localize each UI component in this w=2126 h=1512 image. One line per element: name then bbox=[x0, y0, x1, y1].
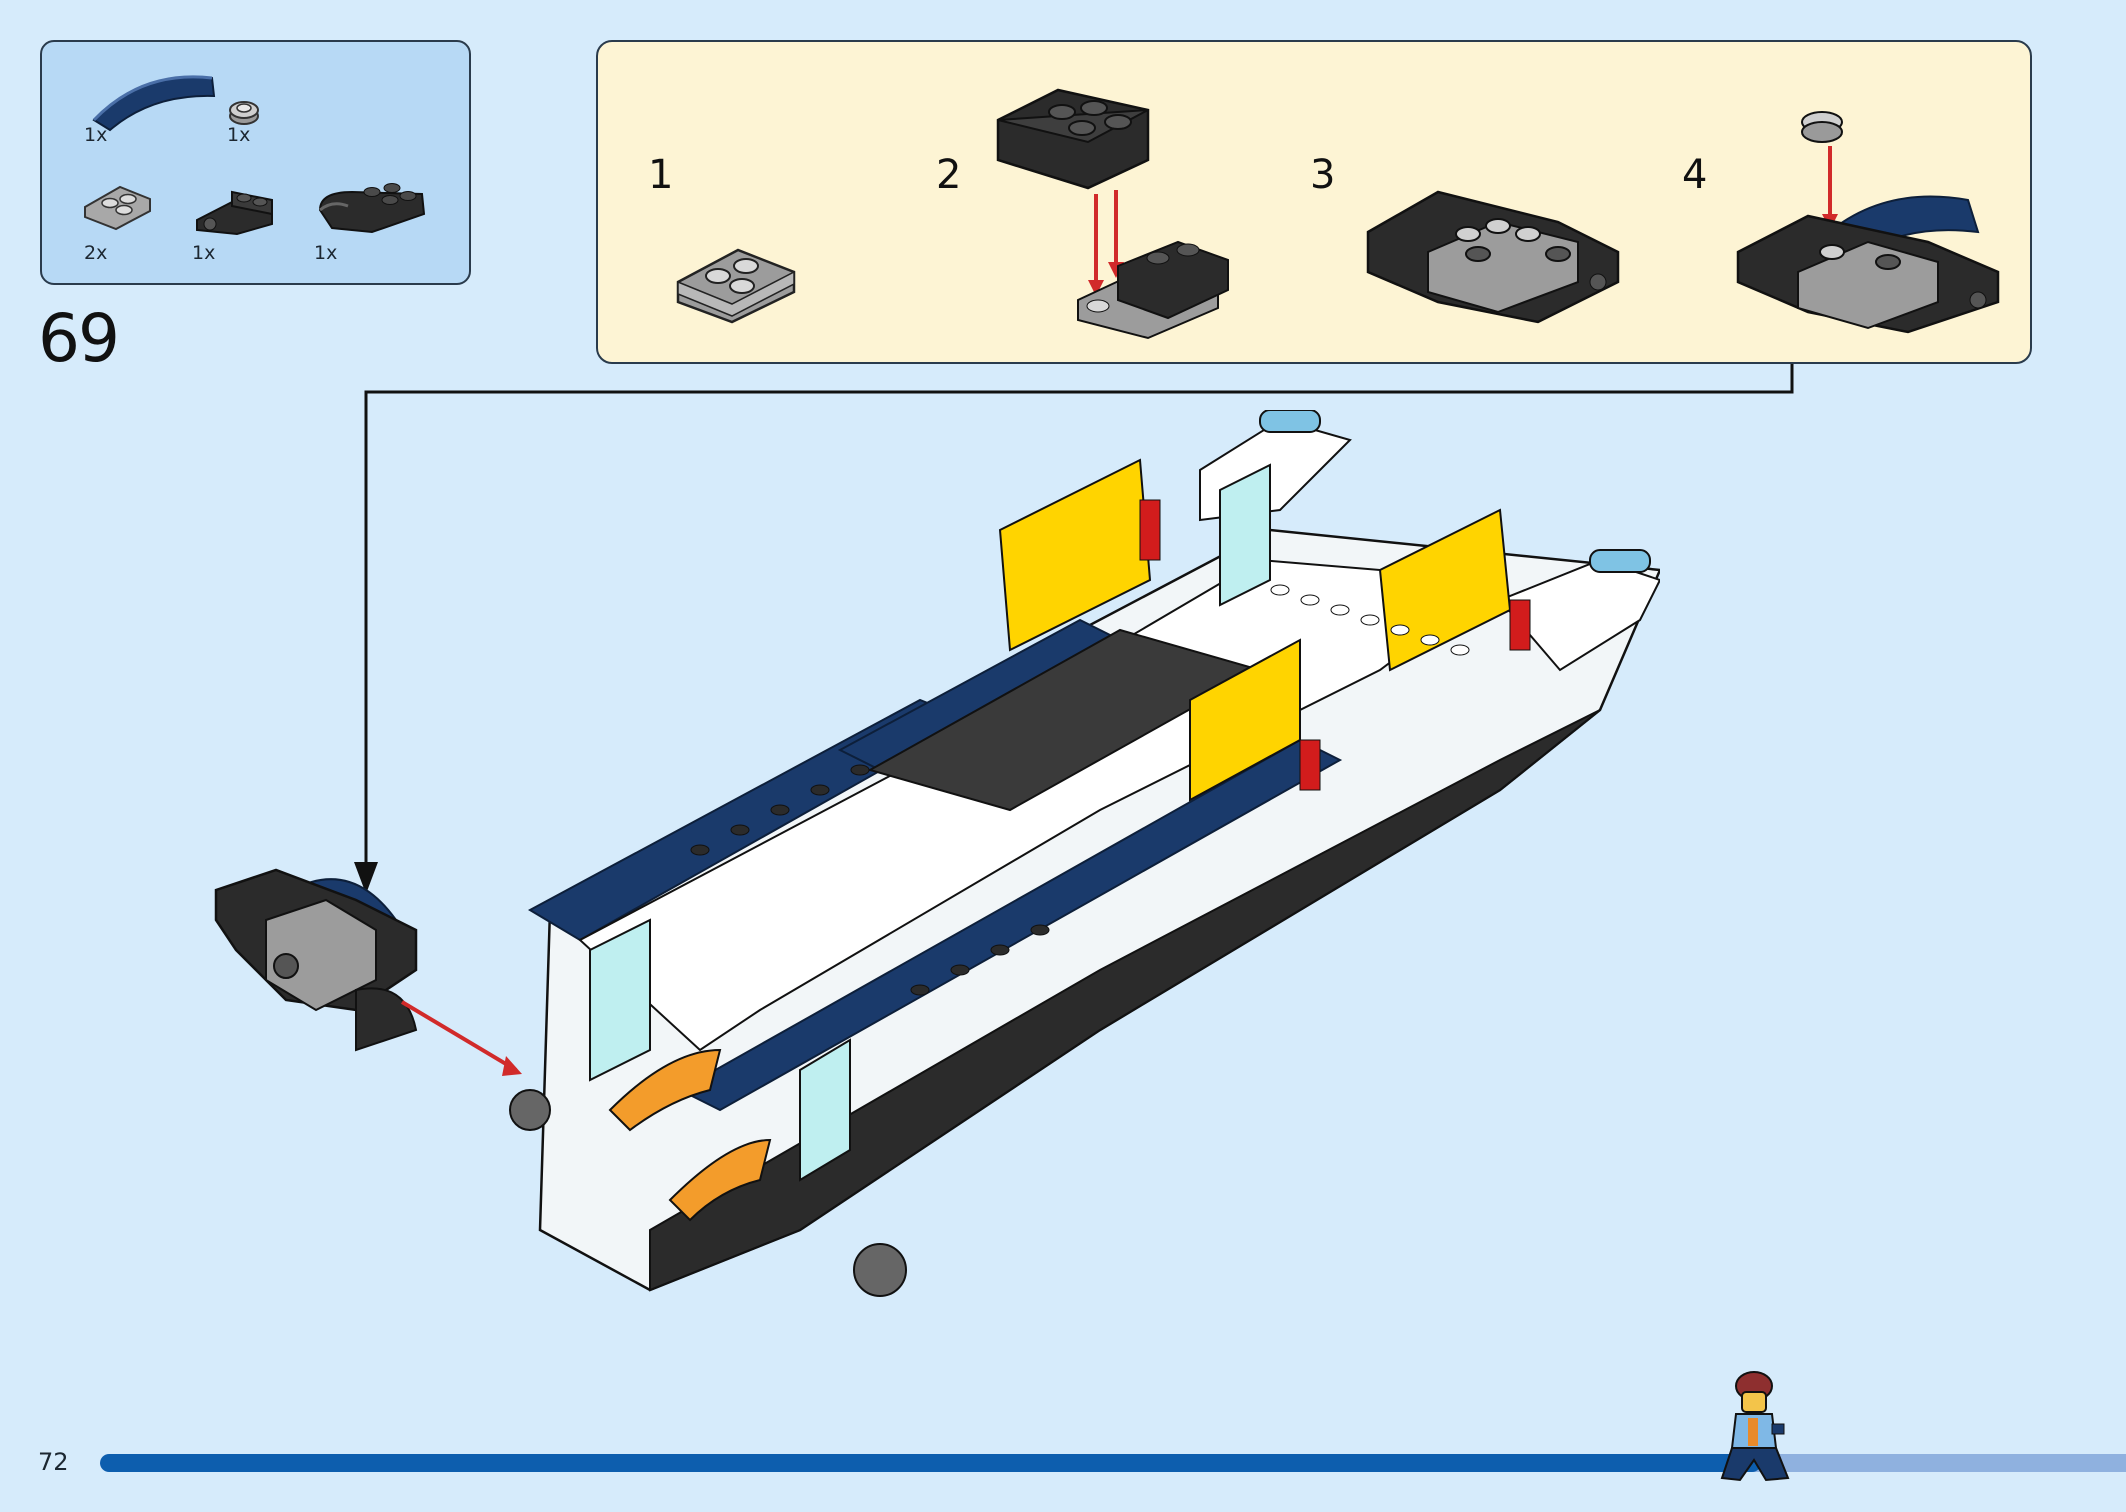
sub-step-2-illustration bbox=[996, 88, 1229, 340]
hinge-brick-part bbox=[196, 190, 273, 236]
sub-step-number: 1 bbox=[648, 152, 674, 198]
page-number: 72 bbox=[38, 1448, 69, 1476]
clip-brick-part bbox=[318, 183, 426, 234]
sub-step-4-illustration bbox=[1736, 111, 2000, 334]
round-plate-part bbox=[229, 101, 259, 125]
progress-bar bbox=[100, 1454, 2126, 1472]
sub-step-number: 2 bbox=[936, 152, 962, 198]
part-qty: 1x bbox=[84, 124, 108, 146]
curved-slope-part bbox=[92, 75, 216, 132]
minifigure-icon bbox=[1720, 1371, 1790, 1482]
sub-step-number: 3 bbox=[1310, 152, 1336, 198]
wedge-plate-part bbox=[84, 185, 151, 231]
part-qty: 1x bbox=[192, 242, 216, 264]
part-qty: 1x bbox=[227, 124, 251, 146]
parts-list-box: 1x 1x 2x 1x 1x bbox=[40, 40, 471, 285]
sub-assembly-attach-illustration bbox=[214, 868, 522, 1076]
sub-assembly-box: 1 2 3 4 bbox=[596, 40, 2032, 364]
sub-step-1-illustration bbox=[676, 248, 796, 324]
part-qty: 2x bbox=[84, 242, 108, 264]
progress-bar-fill bbox=[100, 1454, 1762, 1472]
sub-step-number: 4 bbox=[1682, 152, 1708, 198]
step-number: 69 bbox=[38, 300, 120, 377]
part-qty: 1x bbox=[314, 242, 338, 264]
sub-step-3-illustration bbox=[1366, 190, 1620, 324]
boat-model-illustration bbox=[509, 410, 1660, 1297]
